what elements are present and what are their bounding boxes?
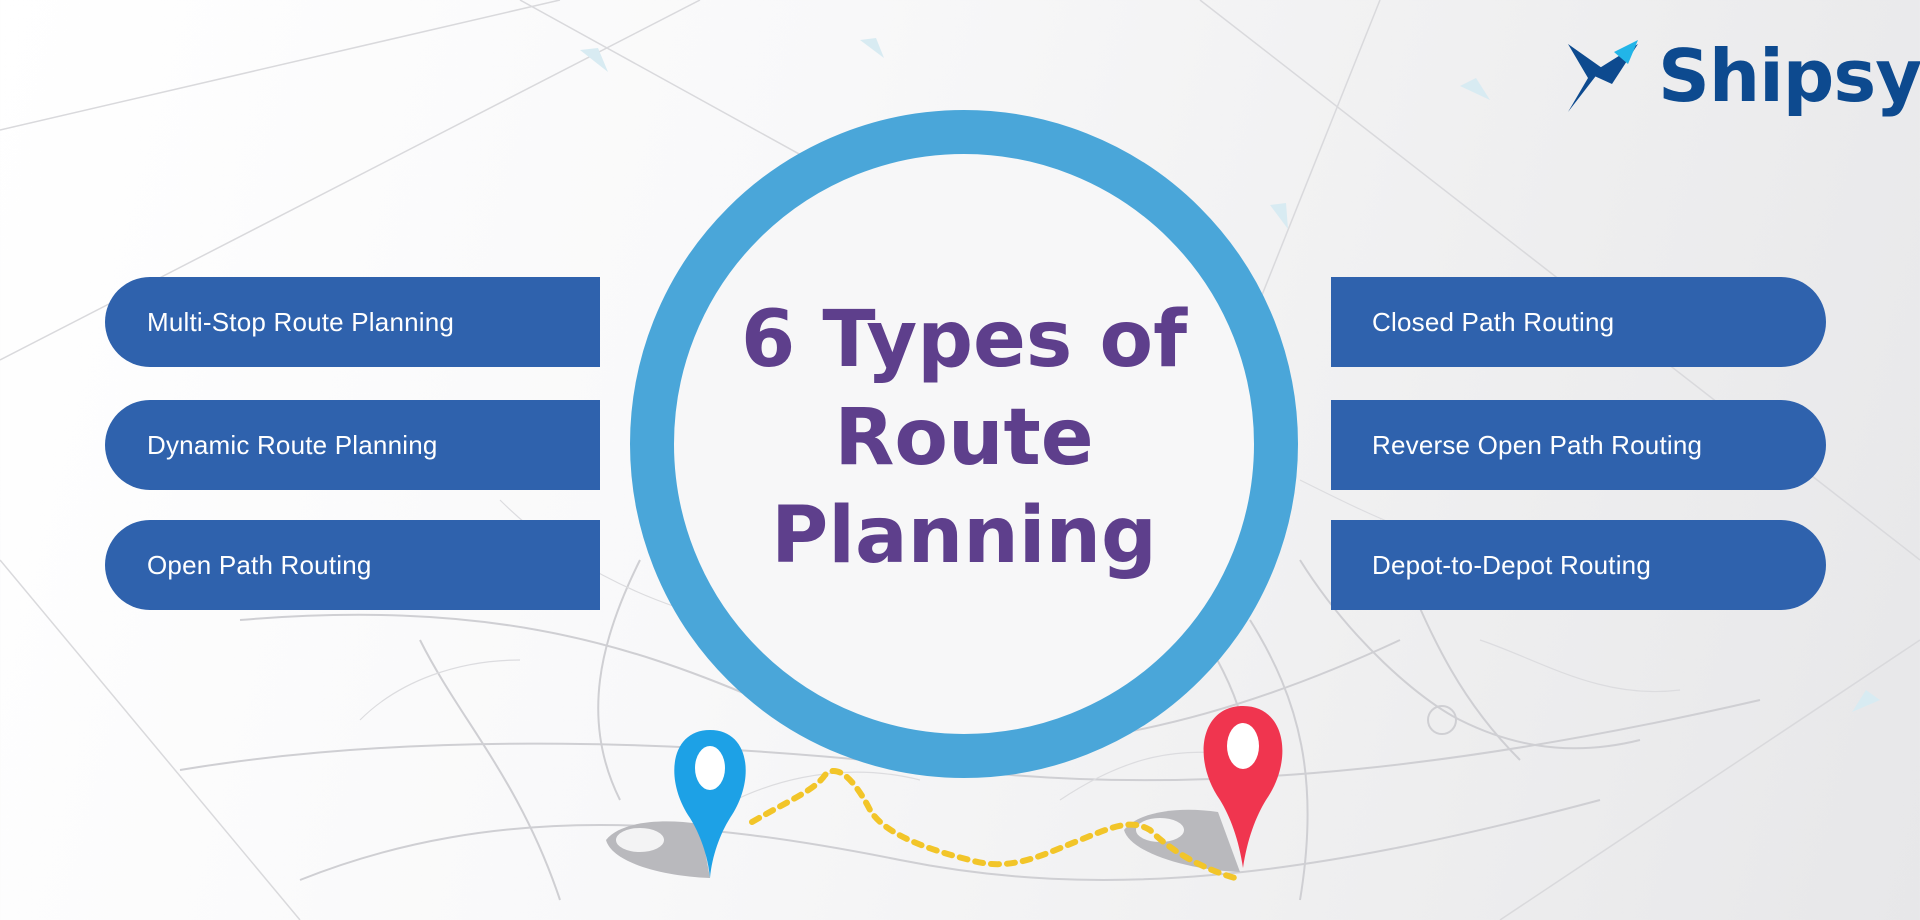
route-type-label: Dynamic Route Planning: [147, 429, 438, 460]
route-type-multi-stop: Multi-Stop Route Planning: [105, 277, 600, 367]
title-line-2: Route: [834, 393, 1094, 483]
title-line-1: 6 Types of: [740, 295, 1188, 385]
page-title: 6 Types of Route Planning: [729, 291, 1199, 585]
shipsy-logo: Shipsy: [1568, 36, 1920, 116]
route-type-label: Closed Path Routing: [1372, 306, 1615, 337]
route-type-depot-to-depot: Depot-to-Depot Routing: [1331, 520, 1826, 610]
route-type-reverse-open-path: Reverse Open Path Routing: [1331, 400, 1826, 490]
title-circle: 6 Types of Route Planning: [630, 110, 1298, 778]
route-type-label: Multi-Stop Route Planning: [147, 306, 455, 337]
route-type-label: Reverse Open Path Routing: [1372, 429, 1703, 460]
route-type-label: Open Path Routing: [147, 549, 372, 580]
shipsy-bird-logo-icon: [1568, 40, 1638, 112]
brand-name: Shipsy: [1658, 34, 1920, 118]
route-type-open-path: Open Path Routing: [105, 520, 600, 610]
route-type-dynamic: Dynamic Route Planning: [105, 400, 600, 490]
title-line-3: Planning: [771, 491, 1157, 581]
route-type-closed-path: Closed Path Routing: [1331, 277, 1826, 367]
route-type-label: Depot-to-Depot Routing: [1372, 549, 1651, 580]
